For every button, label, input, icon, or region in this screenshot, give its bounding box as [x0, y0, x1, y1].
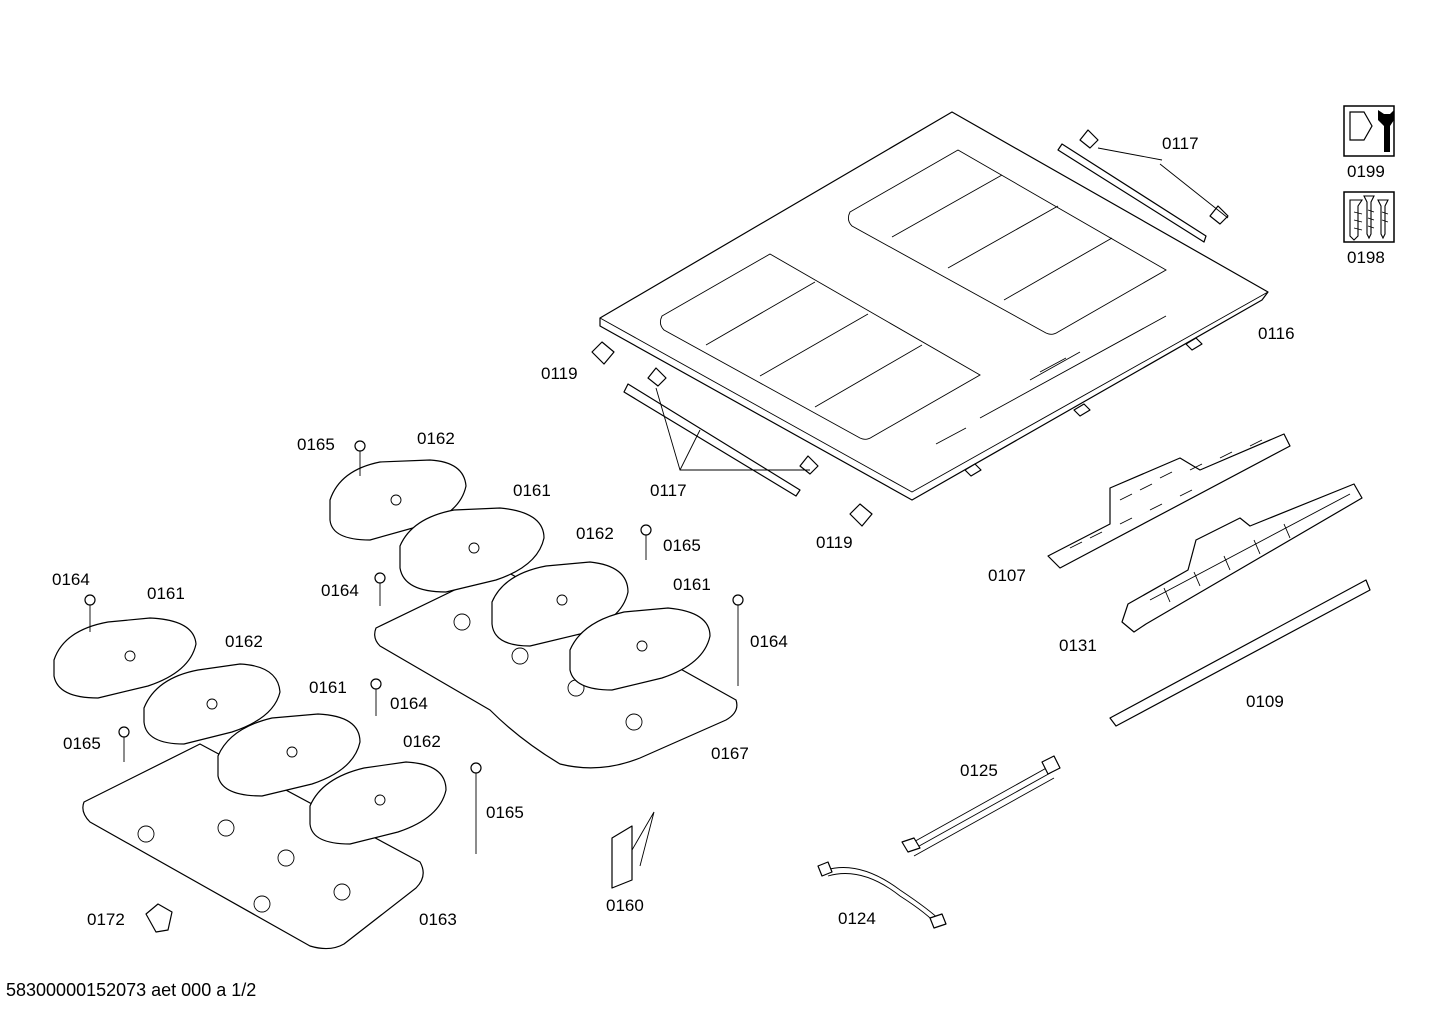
- cable-0125: [901, 755, 1061, 857]
- label-0162-left: 0162: [225, 632, 263, 651]
- pin-0164-left: [84, 594, 96, 632]
- pin-0164-top: [374, 572, 386, 606]
- label-0161-left: 0161: [147, 584, 185, 603]
- frame-0167: [374, 567, 738, 769]
- document-id-footer: 58300000152073 aet 000 a 1/2: [6, 980, 257, 1000]
- label-0163: 0163: [419, 910, 457, 929]
- coil-0161-left: [53, 617, 197, 699]
- cable-0124: [817, 861, 947, 929]
- label-0165-front: 0165: [486, 803, 524, 822]
- label-0162-front: 0162: [403, 732, 441, 751]
- bracket-0160: [611, 811, 655, 889]
- label-0160: 0160: [606, 896, 644, 915]
- pin-0165-top: [354, 440, 366, 476]
- support-rail: [1109, 579, 1371, 727]
- label-0162-mid: 0162: [576, 524, 614, 543]
- label-0164-right: 0164: [750, 632, 788, 651]
- pin-0165-mid: [640, 524, 652, 560]
- label-0119-right: 0119: [816, 533, 853, 552]
- coil-0161-center: [217, 713, 361, 797]
- label-0109: 0109: [1246, 692, 1284, 711]
- label-0131: 0131: [1059, 636, 1097, 655]
- label-0167: 0167: [711, 744, 749, 763]
- leader-0117-top: [1097, 147, 1229, 219]
- label-0124: 0124: [838, 909, 876, 928]
- label-0165-left: 0165: [63, 734, 101, 753]
- label-0165-top: 0165: [297, 435, 335, 454]
- label-0117-bottom: 0117: [650, 481, 687, 500]
- leader-0117-bottom: [655, 387, 810, 471]
- clip-0172: [145, 903, 173, 933]
- mounting-bracket-front: [623, 367, 819, 497]
- cooktop-glass-top: [599, 111, 1269, 501]
- label-0119-left: 0119: [541, 364, 578, 383]
- clip-0119-left: [591, 341, 615, 365]
- coil-0161-top: [399, 507, 545, 593]
- label-0116: 0116: [1258, 324, 1295, 343]
- label-0199: 0199: [1347, 162, 1385, 181]
- module-carrier: [1121, 483, 1363, 633]
- label-0161-center: 0161: [309, 678, 347, 697]
- label-0172: 0172: [87, 910, 125, 929]
- frame-0163: [82, 743, 424, 950]
- coil-0161-mid: [569, 607, 711, 691]
- label-0164-left: 0164: [52, 570, 90, 589]
- clip-0119-right: [849, 503, 873, 527]
- label-0164-center: 0164: [390, 694, 428, 713]
- pin-0164-center: [370, 678, 382, 716]
- pin-0164-right: [732, 594, 744, 686]
- label-0164-top: 0164: [321, 581, 359, 600]
- label-0161-mid: 0161: [673, 575, 711, 594]
- pin-0165-left: [118, 726, 130, 762]
- screws-icon: [1343, 191, 1395, 243]
- label-0165-mid: 0165: [663, 536, 701, 555]
- label-0125: 0125: [960, 761, 998, 780]
- label-0117-top: 0117: [1162, 134, 1199, 153]
- coil-0162-left: [143, 663, 281, 745]
- pin-0165-front: [470, 762, 482, 854]
- label-0107: 0107: [988, 566, 1026, 585]
- label-0198: 0198: [1347, 248, 1385, 267]
- control-module-pcb: [1047, 433, 1291, 569]
- label-0161-top: 0161: [513, 481, 551, 500]
- mounting-bracket-rear: [1057, 129, 1229, 243]
- label-0162-top: 0162: [417, 429, 455, 448]
- wrench-nut-icon: [1343, 105, 1395, 157]
- coil-0162-front: [309, 761, 447, 845]
